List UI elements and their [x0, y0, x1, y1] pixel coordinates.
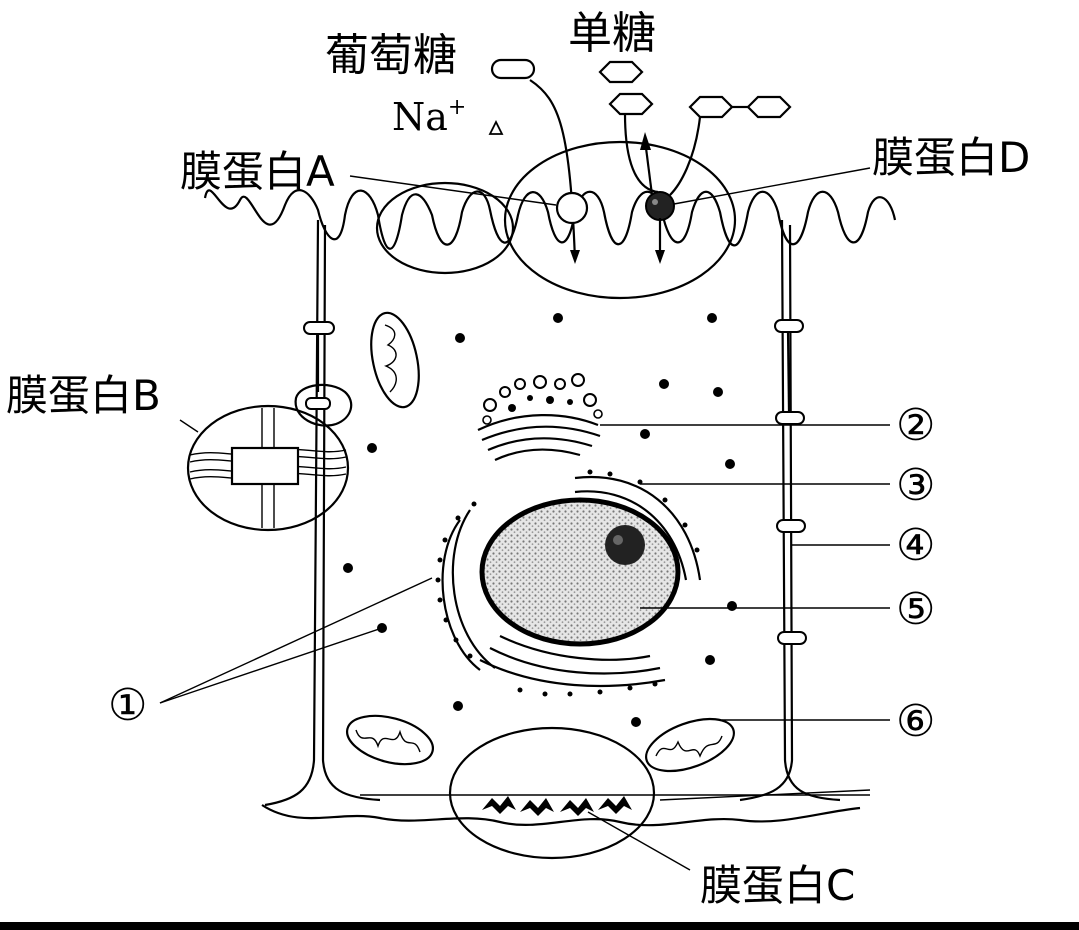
organelle-2-golgi: [477, 373, 603, 461]
organelle-1-ribosomes: [343, 313, 737, 727]
mitochondrion-top: [370, 311, 420, 409]
monosaccharide-molecule-2: [608, 92, 654, 116]
right-cell-boundary-inner: [739, 224, 794, 802]
label-n5: ⑤: [896, 584, 935, 635]
junction-left-1: [303, 321, 335, 335]
label-n2: ②: [896, 400, 935, 451]
label-protein-b: 膜蛋白B: [6, 371, 161, 420]
label-n1: ①: [108, 680, 147, 731]
left-cell-boundary: [264, 219, 320, 807]
label-glucose: 葡萄糖: [325, 30, 457, 81]
organelle-3-rough-er: [435, 469, 702, 697]
membrane-protein-d: [645, 191, 675, 221]
disaccharide-left: [688, 95, 734, 119]
junction-right-1: [774, 319, 804, 333]
organelle-6-mitochondrion: [645, 717, 735, 773]
disaccharide-right: [746, 95, 792, 119]
label-sodium: Na+: [392, 95, 466, 139]
magnifier-top-large: [503, 140, 737, 300]
membrane-protein-c: [482, 796, 632, 816]
bottom-border: [0, 922, 1079, 930]
nucleolus: [605, 525, 645, 565]
magnifier-bottom: [448, 726, 656, 860]
junction-right-3: [776, 519, 806, 533]
membrane-protein-b: [230, 446, 300, 486]
left-cell-boundary-inner: [321, 224, 381, 802]
organelle-5-nucleus: [479, 497, 681, 647]
membrane-protein-a: [555, 191, 589, 225]
label-n3: ③: [896, 460, 935, 511]
label-n4: ④: [896, 520, 935, 571]
right-cell-boundary: [780, 219, 841, 802]
junction-right-2: [775, 411, 805, 425]
label-protein-c: 膜蛋白C: [700, 861, 855, 910]
monosaccharide-arrow: [623, 113, 659, 194]
junction-right-4: [777, 631, 807, 645]
basal-membrane: [261, 804, 861, 827]
monosaccharide-molecule-1: [598, 60, 644, 84]
label-n6: ⑥: [896, 696, 935, 747]
vesicle: [294, 383, 353, 427]
mitochondrion-bottom-left: [346, 714, 434, 766]
magnifier-top-small: [375, 181, 515, 275]
glucose-molecule: [490, 58, 536, 80]
label-monosaccharide: 单糖: [568, 8, 656, 59]
sodium-ion-triangle: [488, 119, 504, 135]
magnifier-left: [186, 404, 350, 532]
microvilli-membrane: [203, 189, 897, 250]
label-protein-d: 膜蛋白D: [872, 133, 1030, 182]
label-protein-a: 膜蛋白A: [180, 147, 335, 196]
